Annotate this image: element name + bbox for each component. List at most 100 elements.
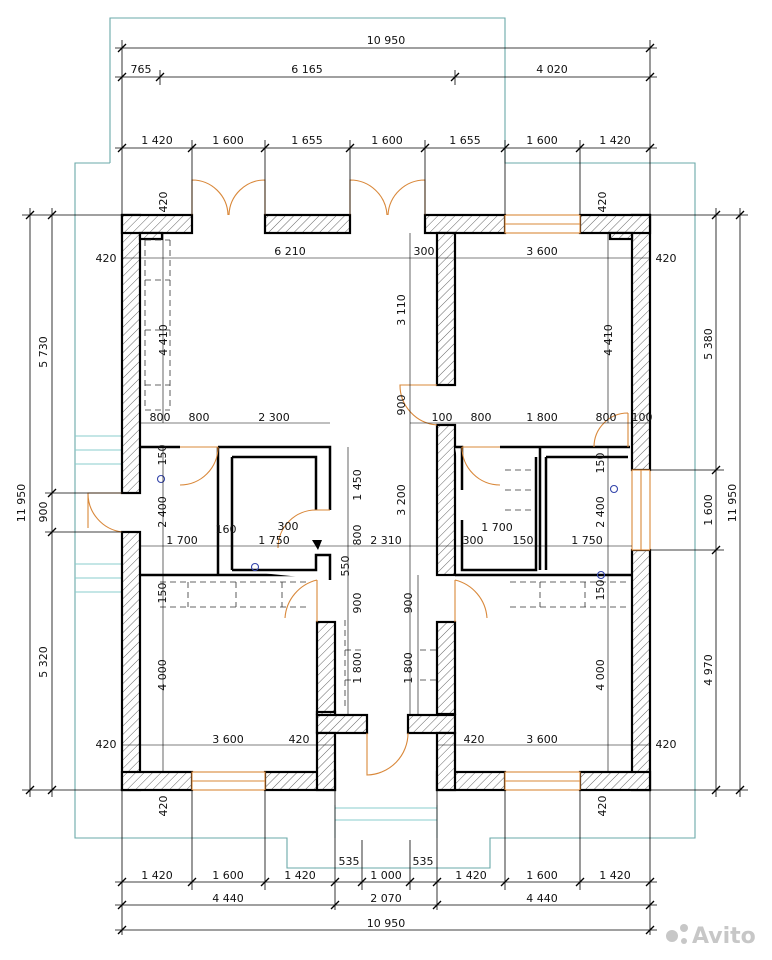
dim-nw-height: 4 410 xyxy=(157,324,170,356)
dim-sw-420: 420 xyxy=(289,733,310,746)
dim-hall-900b: 900 xyxy=(351,593,364,614)
dim-se-150: 150 xyxy=(594,580,607,601)
dim-bottom-row1: 1 600 xyxy=(526,869,558,882)
dim-right-inner: 4 970 xyxy=(702,654,715,686)
dimension-labels: 10 950 765 6 165 4 020 1 420 1 600 1 655… xyxy=(15,34,739,930)
marker-icon xyxy=(596,570,606,580)
dim-top-row2: 765 xyxy=(131,63,152,76)
dim-bottom-row1: 1 000 xyxy=(370,869,402,882)
dim-bottom-row1: 1 420 xyxy=(284,869,316,882)
dim-top-row3: 1 420 xyxy=(141,134,173,147)
dim-top-row3: 1 600 xyxy=(526,134,558,147)
dim-se-height: 4 000 xyxy=(594,659,607,691)
dim-row-right: 100 xyxy=(432,411,453,424)
door-left-entry xyxy=(87,492,123,533)
dim-left-inner: 5 730 xyxy=(37,336,50,368)
dim-se-width: 3 600 xyxy=(526,733,558,746)
dim-hall-900: 900 xyxy=(395,395,408,416)
dim-top-row3: 1 600 xyxy=(371,134,403,147)
bathroom-partitions xyxy=(140,445,632,580)
dim-top-row3: 1 655 xyxy=(449,134,481,147)
dim-ne-height: 4 410 xyxy=(602,324,615,356)
arrow-icon xyxy=(312,540,322,550)
dim-bath-left-1700: 1 700 xyxy=(166,534,198,547)
dimension-lines xyxy=(22,40,748,935)
dim-row-right: 800 xyxy=(596,411,617,424)
dim-hall-3110: 3 110 xyxy=(395,294,408,326)
door-top-left xyxy=(191,179,229,216)
dim-top-row3: 1 600 xyxy=(212,134,244,147)
dim-wall: 420 xyxy=(656,252,677,265)
dim-sw-150: 150 xyxy=(156,583,169,604)
dim-bottom-row2: 2 070 xyxy=(370,892,402,905)
dim-right-outer: 11 950 xyxy=(726,484,739,523)
dim-bottom-row2: 4 440 xyxy=(526,892,558,905)
dim-bath-left-300: 300 xyxy=(278,520,299,533)
dim-ne-300: 300 xyxy=(414,245,435,258)
dim-bottom-total: 10 950 xyxy=(367,917,406,930)
dim-hall-900c: 900 xyxy=(402,593,415,614)
dim-wall: 420 xyxy=(96,252,117,265)
windows xyxy=(191,214,651,791)
dim-bottom-535: 535 xyxy=(413,855,434,868)
marker-icon xyxy=(609,484,619,494)
dim-sw-height: 4 000 xyxy=(156,659,169,691)
dim-row-left: 2 300 xyxy=(258,411,290,424)
dim-hall-3200: 3 200 xyxy=(395,484,408,516)
dim-bath-right-150: 150 xyxy=(594,453,607,474)
dim-row-right: 800 xyxy=(471,411,492,424)
dim-row-right: 100 xyxy=(632,411,653,424)
dim-right-inner: 5 380 xyxy=(702,328,715,360)
dim-wall: 420 xyxy=(596,796,609,817)
door-se-room xyxy=(454,579,488,622)
dim-top-row3: 1 655 xyxy=(291,134,323,147)
avito-logo-icon xyxy=(666,930,678,942)
dim-row-left: 800 xyxy=(150,411,171,424)
dim-wall: 420 xyxy=(157,192,170,213)
dim-bath-right-150b: 150 xyxy=(513,534,534,547)
dim-bath-left-150: 150 xyxy=(156,445,169,466)
marker-icon xyxy=(156,474,166,484)
dim-row-right: 1 800 xyxy=(526,411,558,424)
dashed-lines xyxy=(144,239,628,710)
door-wc-left xyxy=(277,509,330,549)
dim-bath-left-800: 800 xyxy=(351,525,364,546)
dim-right-inner: 1 600 xyxy=(702,494,715,526)
dim-sw-width: 3 600 xyxy=(212,733,244,746)
door-hall-ne xyxy=(399,384,438,426)
dim-wall: 420 xyxy=(596,192,609,213)
dim-left-inner: 5 320 xyxy=(37,646,50,678)
dim-hall-1800: 1 800 xyxy=(351,652,364,684)
dim-row-left: 800 xyxy=(189,411,210,424)
dim-top-row2: 4 020 xyxy=(536,63,568,76)
dim-bath-left-2400: 2 400 xyxy=(156,496,169,528)
dim-wall: 420 xyxy=(96,738,117,751)
dim-bath-left-160: 160 xyxy=(216,523,237,536)
dim-ne-width: 3 600 xyxy=(526,245,558,258)
site-outline xyxy=(74,17,696,869)
dim-wall: 420 xyxy=(656,738,677,751)
dim-bottom-row1: 1 600 xyxy=(212,869,244,882)
dim-bath-right-1700: 1 700 xyxy=(481,521,513,534)
exterior-walls xyxy=(120,213,652,792)
dim-bath-left-1750: 1 750 xyxy=(258,534,290,547)
dim-bath-right-2400: 2 400 xyxy=(594,496,607,528)
dim-bottom-row1: 1 420 xyxy=(599,869,631,882)
dim-hall-2310: 2 310 xyxy=(370,534,402,547)
dim-bottom-row1: 1 420 xyxy=(141,869,173,882)
dim-bottom-row2: 4 440 xyxy=(212,892,244,905)
dim-bath-right-300: 300 xyxy=(463,534,484,547)
dim-bottom-535: 535 xyxy=(339,855,360,868)
watermark-text: Avito xyxy=(692,924,756,949)
entry-steps-bottom xyxy=(334,805,438,838)
door-bottom-entry xyxy=(366,732,409,776)
dim-wall: 420 xyxy=(157,796,170,817)
dim-left-inner: 900 xyxy=(37,502,50,523)
interior-walls xyxy=(315,231,457,792)
dim-hall-1800b: 1 800 xyxy=(402,652,415,684)
dim-top-row3: 1 420 xyxy=(599,134,631,147)
dim-living-width: 6 210 xyxy=(274,245,306,258)
dim-bath-right-1750: 1 750 xyxy=(571,534,603,547)
entry-steps-left xyxy=(75,435,122,593)
